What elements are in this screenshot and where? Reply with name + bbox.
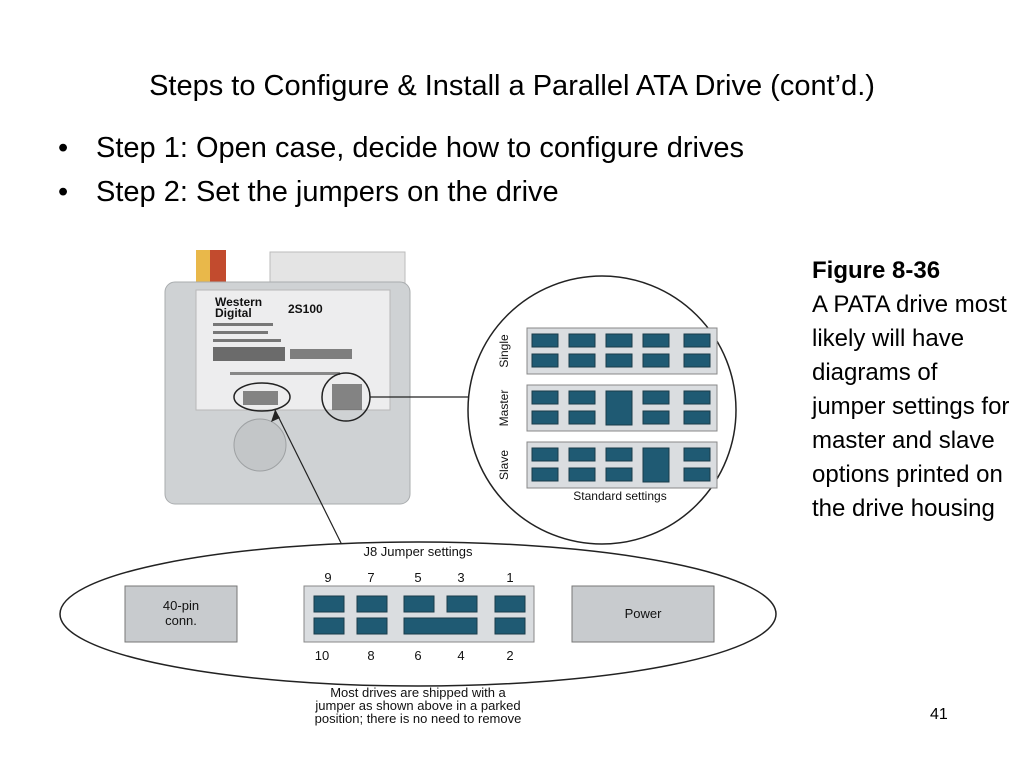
spindle-hub bbox=[233, 418, 287, 472]
pin-number-top: 7 bbox=[367, 570, 374, 585]
j8-pin-top bbox=[403, 595, 435, 613]
bullet-dot: • bbox=[58, 132, 69, 164]
jumper-pin bbox=[531, 353, 559, 368]
jumper-pin bbox=[605, 467, 633, 482]
label-text-line bbox=[213, 331, 268, 334]
arrowhead bbox=[271, 410, 280, 422]
jumper-pin bbox=[568, 467, 596, 482]
jumper-pin bbox=[568, 353, 596, 368]
drive-brand-1: Western bbox=[215, 295, 262, 309]
jumper-pin bbox=[683, 390, 711, 405]
jumper-pin bbox=[605, 353, 633, 368]
jumper-pin bbox=[642, 353, 670, 368]
jumper-pin bbox=[683, 467, 711, 482]
figure-caption-text: A PATA drive most likely will have diagr… bbox=[812, 291, 1010, 522]
jumper-pin bbox=[642, 333, 670, 348]
pin-number-top: 5 bbox=[414, 570, 421, 585]
jumper-pin bbox=[531, 390, 559, 405]
j8-pin-top bbox=[494, 595, 526, 613]
j8-pin-bottom bbox=[356, 617, 388, 635]
pin-number-top: 9 bbox=[324, 570, 331, 585]
jumper-pin bbox=[605, 447, 633, 462]
power-box-label: Power bbox=[625, 606, 663, 621]
row-label-slave: Slave bbox=[497, 450, 511, 480]
jumper-pin bbox=[568, 390, 596, 405]
drive-jumper-diagram-small bbox=[332, 384, 362, 410]
figure-caption-heading: Figure 8-36 bbox=[812, 257, 941, 284]
slide-title: Steps to Configure & Install a Parallel … bbox=[149, 70, 875, 102]
power-connector-box bbox=[571, 585, 715, 643]
jumper-cap bbox=[605, 390, 633, 426]
note-line-1: Most drives are shipped with a bbox=[330, 685, 506, 700]
bullet-list: • Step 1: Open case, decide how to config… bbox=[58, 132, 744, 220]
jumper-pin bbox=[683, 353, 711, 368]
j8-pin-bottom bbox=[313, 617, 345, 635]
jumper-pin bbox=[568, 333, 596, 348]
pin-number-bottom: 6 bbox=[414, 648, 421, 663]
bullet-text: Step 2: Set the jumpers on the drive bbox=[96, 176, 559, 208]
note-line-3: position; there is no need to remove bbox=[315, 711, 522, 726]
page-number: 41 bbox=[930, 706, 948, 723]
j8-title: J8 Jumper settings bbox=[363, 544, 473, 559]
jumper-pin bbox=[642, 410, 670, 425]
inset-pin-group bbox=[531, 333, 711, 483]
row-label-single: Single bbox=[497, 334, 511, 368]
row-label-master: Master bbox=[497, 390, 511, 427]
callout-circle-small bbox=[233, 382, 291, 412]
standard-settings-inset: Single Master Slave Standard settings bbox=[467, 275, 737, 545]
barcode bbox=[213, 347, 285, 361]
jumper-pin bbox=[531, 447, 559, 462]
pin-number-bottom: 10 bbox=[315, 648, 329, 663]
barcode bbox=[290, 349, 352, 359]
jumper-pin bbox=[683, 447, 711, 462]
j8-pin-top bbox=[356, 595, 388, 613]
note-line-2: jumper as shown above in a parked bbox=[314, 698, 520, 713]
jumper-pin bbox=[642, 390, 670, 405]
drive-brand-2: Digital bbox=[215, 306, 252, 320]
connector-40pin-box bbox=[124, 585, 238, 643]
pin-number-bottom: 4 bbox=[457, 648, 464, 663]
jumper-pin bbox=[531, 410, 559, 425]
jumper-pin bbox=[683, 410, 711, 425]
j8-pin-top bbox=[446, 595, 478, 613]
label-text-line bbox=[213, 323, 273, 326]
jumper-pin bbox=[531, 333, 559, 348]
connector-40pin-line2: conn. bbox=[165, 613, 197, 628]
bullet-item: • Step 2: Set the jumpers on the drive bbox=[58, 176, 744, 220]
drive-jumper-diagram-small bbox=[243, 391, 278, 405]
hard-drive-photo: Western Digital 2S100 bbox=[164, 250, 411, 505]
power-wire-red bbox=[210, 250, 226, 290]
label-text-line bbox=[213, 339, 281, 342]
pin-number-bottom: 8 bbox=[367, 648, 374, 663]
j8-jumper-diagram: J8 Jumper settings 40-pin conn. Power 9 … bbox=[59, 541, 777, 687]
j8-pin-bottom bbox=[494, 617, 526, 635]
jumper-pin bbox=[531, 467, 559, 482]
jumper-pin bbox=[568, 447, 596, 462]
jumper-pin bbox=[568, 410, 596, 425]
jumper-cap bbox=[642, 447, 670, 483]
pin-number-top: 3 bbox=[457, 570, 464, 585]
drive-model: 2S100 bbox=[288, 302, 323, 316]
j8-pin-top bbox=[313, 595, 345, 613]
j8-pin-group bbox=[313, 595, 526, 635]
pin-number-top: 1 bbox=[506, 570, 513, 585]
label-text-line bbox=[230, 372, 340, 375]
bullet-text: Step 1: Open case, decide how to configu… bbox=[96, 132, 745, 164]
bullet-dot: • bbox=[58, 176, 69, 208]
connector-40pin-line1: 40-pin bbox=[163, 598, 199, 613]
bullet-item: • Step 1: Open case, decide how to config… bbox=[58, 132, 744, 176]
callout-line bbox=[274, 409, 343, 546]
figure-caption: Figure 8-36 A PATA drive most likely wil… bbox=[812, 254, 1012, 526]
pin-number-bottom: 2 bbox=[506, 648, 513, 663]
j8-parked-jumper bbox=[403, 617, 478, 635]
jumper-pin bbox=[683, 333, 711, 348]
jumper-pin bbox=[605, 333, 633, 348]
standard-settings-label: Standard settings bbox=[573, 489, 666, 503]
